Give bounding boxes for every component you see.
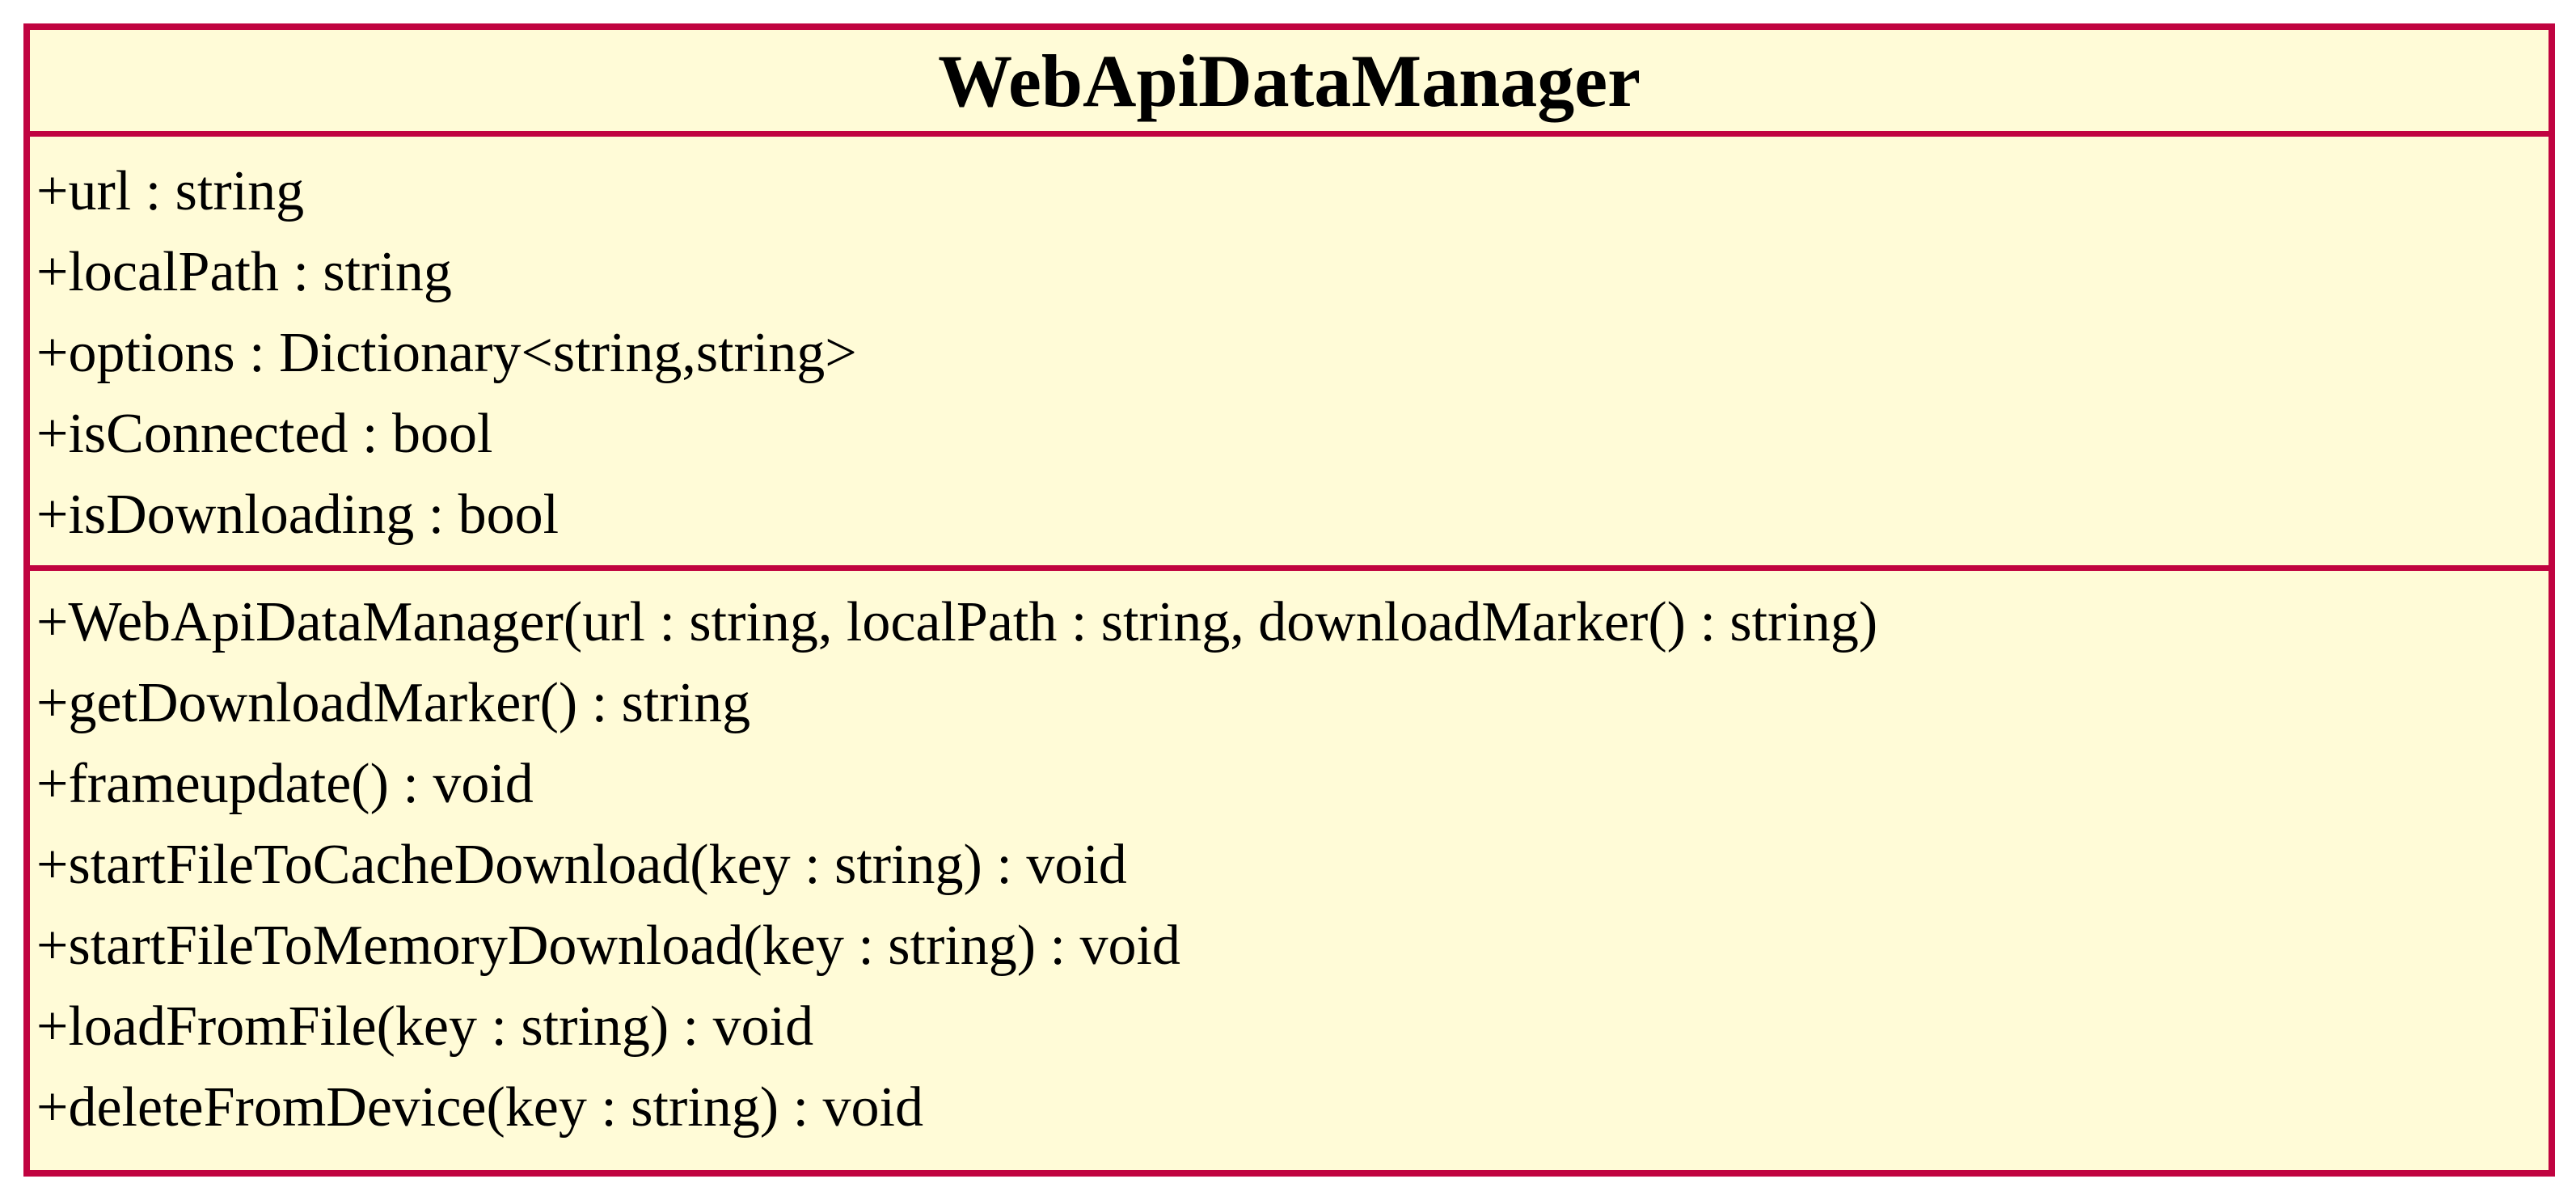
method-row: +loadFromFile(key : string) : void — [36, 995, 814, 1058]
method-row: +deleteFromDevice(key : string) : void — [36, 1076, 923, 1139]
uml-class-box: WebApiDataManager +url : string +localPat… — [23, 23, 2555, 1177]
methods-compartment: +WebApiDataManager(url : string, localPa… — [30, 571, 2549, 1170]
attribute-row: +isDownloading : bool — [36, 484, 560, 546]
method-row: +WebApiDataManager(url : string, localPa… — [36, 591, 1878, 653]
method-row: +startFileToMemoryDownload(key : string)… — [36, 915, 1180, 977]
method-row: +getDownloadMarker() : string — [36, 672, 751, 734]
attribute-row: +localPath : string — [36, 241, 452, 303]
class-title-compartment: WebApiDataManager — [30, 30, 2549, 137]
attributes-compartment: +url : string +localPath : string +options… — [30, 137, 2549, 571]
method-row: +startFileToCacheDownload(key : string) … — [36, 834, 1127, 896]
attribute-row: +isConnected : bool — [36, 403, 493, 465]
class-name: WebApiDataManager — [938, 39, 1641, 122]
attribute-row: +url : string — [36, 160, 305, 222]
method-row: +frameupdate() : void — [36, 753, 534, 815]
attribute-row: +options : Dictionary<string,string> — [36, 322, 857, 384]
